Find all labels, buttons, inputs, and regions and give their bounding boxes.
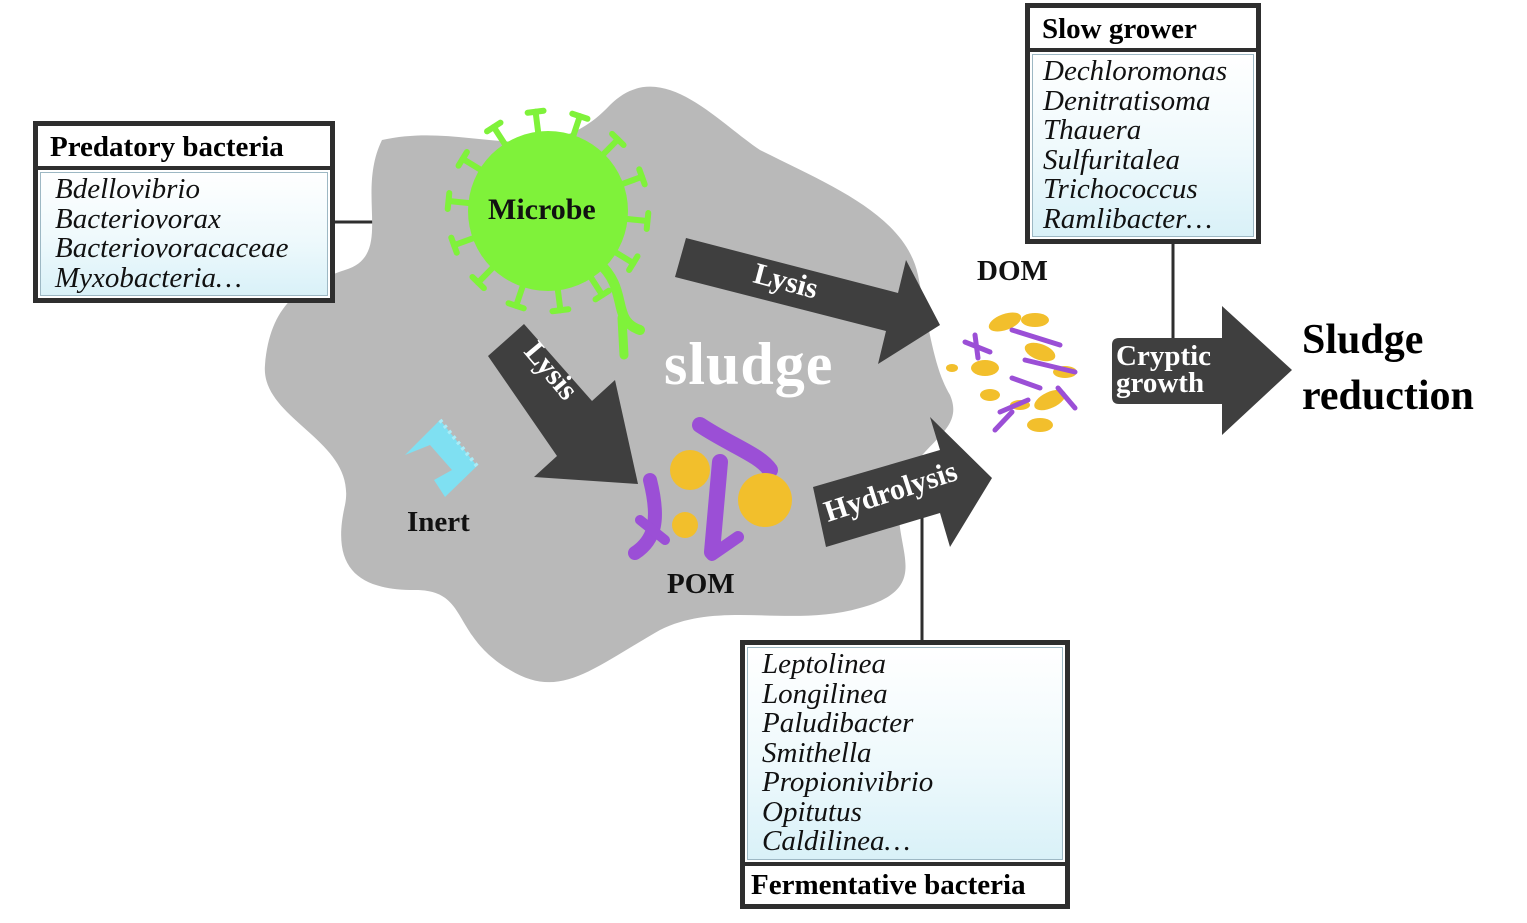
inert-label: Inert [407, 506, 470, 538]
list-item: Denitratisoma [1043, 84, 1211, 117]
dom-label: DOM [977, 255, 1048, 287]
list-item: Leptolinea [762, 648, 887, 680]
predatory-bacteria-box: Predatory bacteria Bdellovibrio Bacterio… [33, 121, 335, 303]
microbe-label: Microbe [488, 193, 596, 226]
predatory-bacteria-title: Predatory bacteria [38, 126, 330, 170]
list-item: Sulfuritalea [1043, 143, 1180, 176]
list-item: Bdellovibrio [55, 173, 200, 205]
hydrolysis-arrow [813, 417, 992, 547]
slow-grower-box: Slow grower Dechloromonas Denitratisoma … [1025, 3, 1261, 244]
list-item: Longilinea [762, 677, 888, 710]
list-item: Caldilinea… [762, 825, 911, 857]
cryptic-label-line1: Cryptic [1116, 340, 1211, 372]
list-item: Myxobacteria… [55, 261, 242, 294]
sludge-label: sludge [664, 331, 834, 397]
sludge-blob [264, 86, 954, 683]
slow-grower-title: Slow grower [1030, 8, 1256, 52]
list-item: Opitutus [762, 795, 862, 828]
microbe-icon [444, 107, 652, 360]
list-item: Dechloromonas [1043, 55, 1228, 87]
fermentative-bacteria-list: Leptolinea Longilinea Paludibacter Smith… [747, 647, 1063, 860]
inert-crystal-icon [405, 418, 479, 497]
list-item: Bacteriovoracaceae [55, 232, 289, 264]
pom-label: POM [667, 568, 735, 600]
list-item: Smithella [762, 736, 872, 769]
lysis-arrow-to-pom [488, 324, 638, 484]
sludge-reduction-line2: reduction [1302, 373, 1474, 419]
fermentative-bacteria-box: Leptolinea Longilinea Paludibacter Smith… [740, 640, 1070, 909]
list-item: Ramlibacter… [1043, 202, 1213, 235]
sludge-reduction-line1: Sludge [1302, 317, 1424, 363]
sludge-reduction-label: Sludge reduction [1302, 312, 1474, 424]
list-item: Thauera [1043, 114, 1142, 146]
cryptic-label-line2: growth [1116, 367, 1204, 399]
lysis-arrow-to-dom [675, 238, 940, 364]
pom-particles [628, 417, 792, 561]
list-item: Bacteriovorax [55, 202, 221, 235]
fermentative-bacteria-title: Fermentative bacteria [745, 861, 1065, 904]
predatory-bacteria-list: Bdellovibrio Bacteriovorax Bacteriovorac… [40, 172, 328, 296]
slow-grower-list: Dechloromonas Denitratisoma Thauera Sulf… [1032, 54, 1254, 237]
cryptic-growth-arrow [1112, 306, 1292, 435]
dom-particles [946, 312, 1078, 433]
list-item: Trichococcus [1043, 173, 1198, 205]
list-item: Paludibacter [762, 707, 914, 739]
list-item: Propionivibrio [762, 766, 934, 798]
